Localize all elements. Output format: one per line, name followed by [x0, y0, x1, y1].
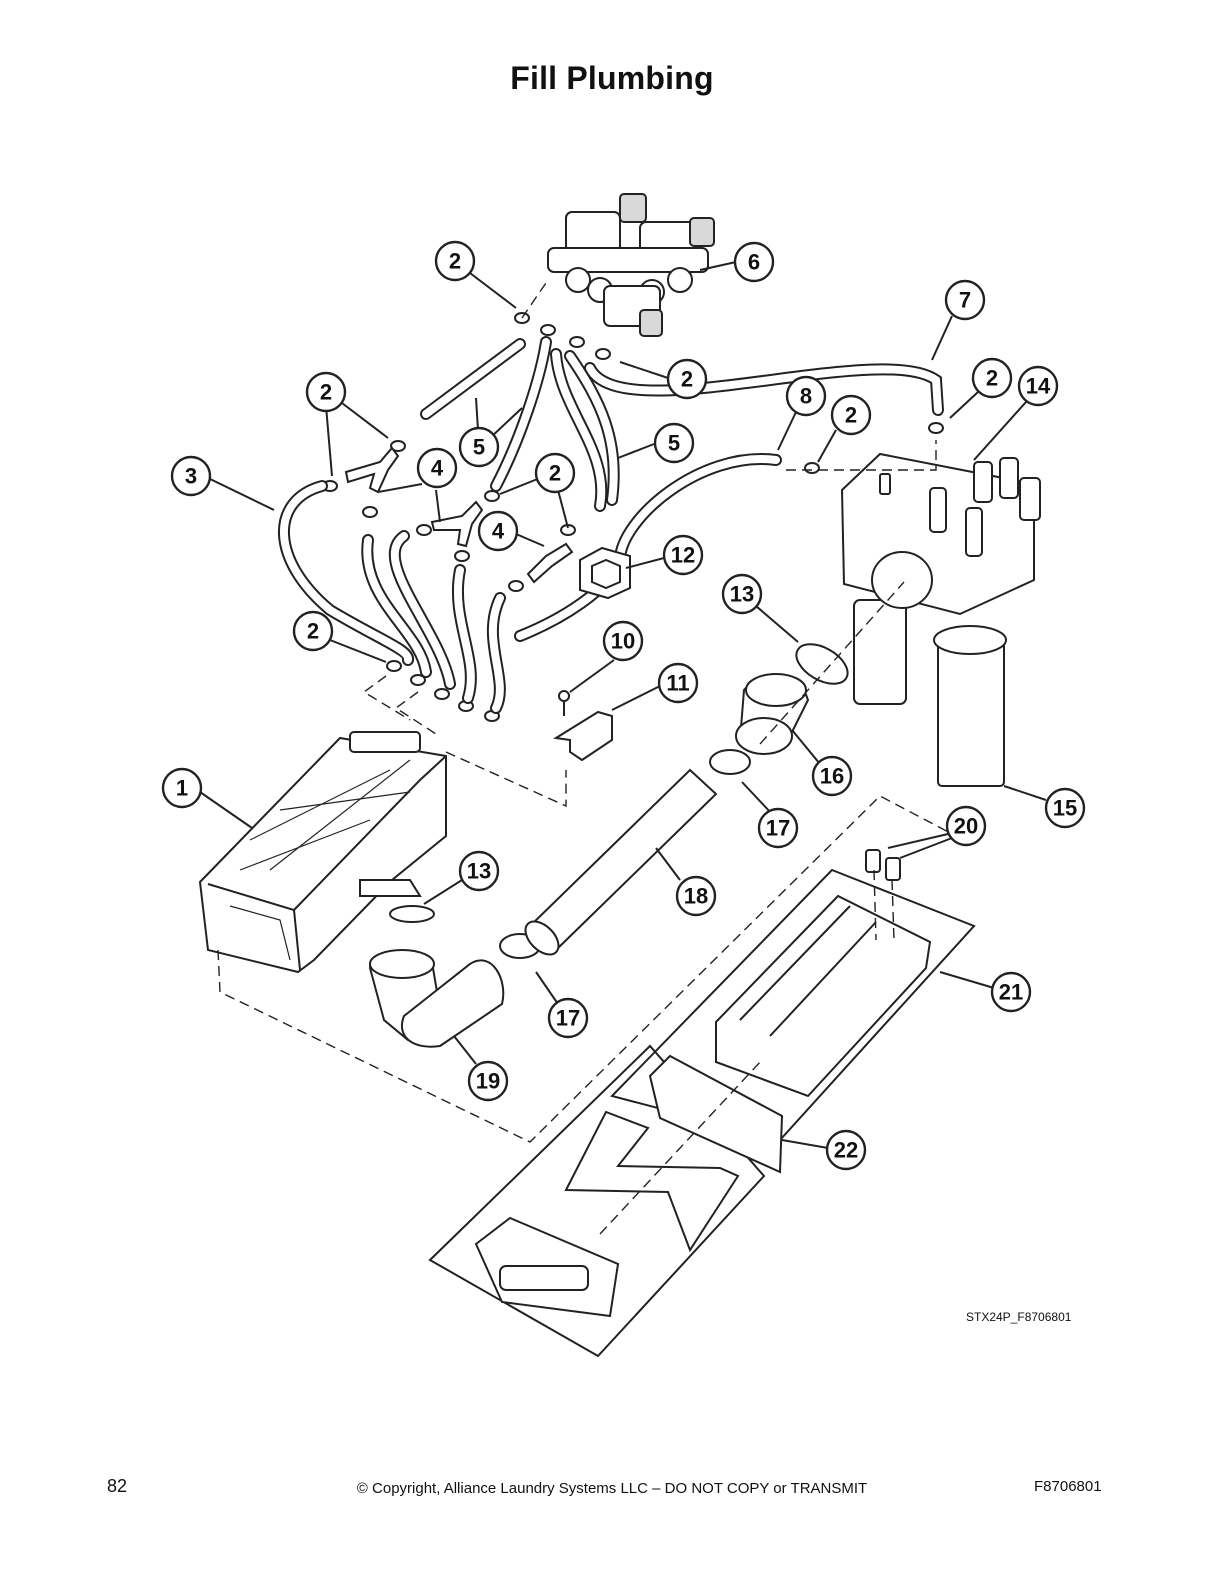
hoses [278, 336, 944, 714]
callout-9-fitting: 4 [477, 510, 519, 552]
callout-11: 11 [657, 662, 699, 704]
svg-text:17: 17 [556, 1006, 580, 1031]
callout-2-left-upper: 2 [305, 371, 347, 413]
drawing-id: STX24P_F8706801 [966, 1310, 1072, 1324]
svg-text:17: 17 [766, 816, 790, 841]
callout-10: 10 [602, 620, 644, 662]
svg-text:16: 16 [820, 764, 844, 789]
svg-text:20: 20 [954, 814, 978, 839]
drawer-assembly [428, 849, 976, 1358]
callout-2-hose-8: 2 [830, 394, 872, 436]
callout-4-right: 9 [435, 466, 439, 470]
callout-1: 1 [161, 767, 203, 809]
hose-holder [579, 546, 631, 600]
callout-5-right: 5 [653, 422, 695, 464]
callout-5-extra: 5 [477, 445, 481, 449]
svg-text:10: 10 [611, 629, 635, 654]
svg-text:5: 5 [668, 431, 680, 456]
water-valve-assembly [547, 193, 715, 337]
coupling [735, 673, 810, 755]
air-gap-assembly [840, 452, 1041, 787]
svg-text:2: 2 [449, 249, 461, 274]
callout-8: 8 [785, 375, 827, 417]
svg-text:2: 2 [845, 403, 857, 428]
callout-13-lower: 13 [458, 850, 500, 892]
screw-and-bracket [553, 690, 613, 762]
callout-21: 21 [990, 971, 1032, 1013]
callout-17-lower: 17 [547, 997, 589, 1039]
document-code: F8706801 [1034, 1478, 1102, 1495]
svg-text:21: 21 [999, 980, 1023, 1005]
svg-text:14: 14 [1026, 374, 1051, 399]
svg-text:2: 2 [986, 366, 998, 391]
callout-12: 12 [662, 534, 704, 576]
callout-22: 22 [825, 1129, 867, 1171]
svg-text:4: 4 [492, 519, 505, 544]
svg-text:2: 2 [681, 367, 693, 392]
y-connectors [344, 446, 574, 584]
callout-17-upper: 17 [757, 807, 799, 849]
svg-text:1: 1 [176, 776, 188, 801]
svg-text:2: 2 [549, 461, 561, 486]
assembly-guides [217, 279, 957, 1235]
callout-15: 15 [1044, 787, 1086, 829]
svg-text:12: 12 [671, 543, 695, 568]
page-number: 82 [107, 1476, 128, 1496]
svg-text:13: 13 [730, 582, 754, 607]
svg-text:7: 7 [959, 288, 971, 313]
svg-text:3: 3 [185, 464, 197, 489]
svg-text:2: 2 [307, 619, 319, 644]
callout-7: 7 [944, 279, 986, 321]
callout-20: 20 [945, 805, 987, 847]
svg-text:22: 22 [834, 1138, 858, 1163]
callout-2-left-lower: 2 [292, 610, 334, 652]
svg-text:19: 19 [476, 1069, 500, 1094]
clamps-and-tube [499, 643, 849, 959]
callout-2-air-gap: 2 [971, 357, 1013, 399]
copyright-notice: © Copyright, Alliance Laundry Systems LL… [356, 1480, 868, 1497]
callout-lines [199, 261, 1047, 1149]
callout-14: 14 [1017, 365, 1059, 407]
callout-6: 6 [733, 241, 775, 283]
callout-19: 19 [467, 1060, 509, 1102]
callout-2-center: 2 [534, 452, 576, 494]
drain-elbow [368, 905, 505, 1048]
svg-text:2: 2 [320, 380, 332, 405]
svg-text:4: 4 [431, 456, 444, 481]
svg-text:11: 11 [666, 671, 689, 696]
page-title: Fill Plumbing [510, 60, 714, 96]
svg-text:15: 15 [1053, 796, 1077, 821]
callout-18: 18 [675, 875, 717, 917]
svg-text:18: 18 [684, 884, 708, 909]
callout-2-top: 2 [434, 240, 476, 282]
svg-text:8: 8 [800, 384, 812, 409]
dispenser-box [198, 731, 447, 974]
callout-16: 16 [811, 755, 853, 797]
callout-13-upper: 13 [721, 573, 763, 615]
callout-2-mid-right: 2 [666, 358, 708, 400]
callout-3: 3 [170, 455, 212, 497]
svg-text:6: 6 [748, 250, 760, 275]
svg-text:13: 13 [467, 859, 491, 884]
